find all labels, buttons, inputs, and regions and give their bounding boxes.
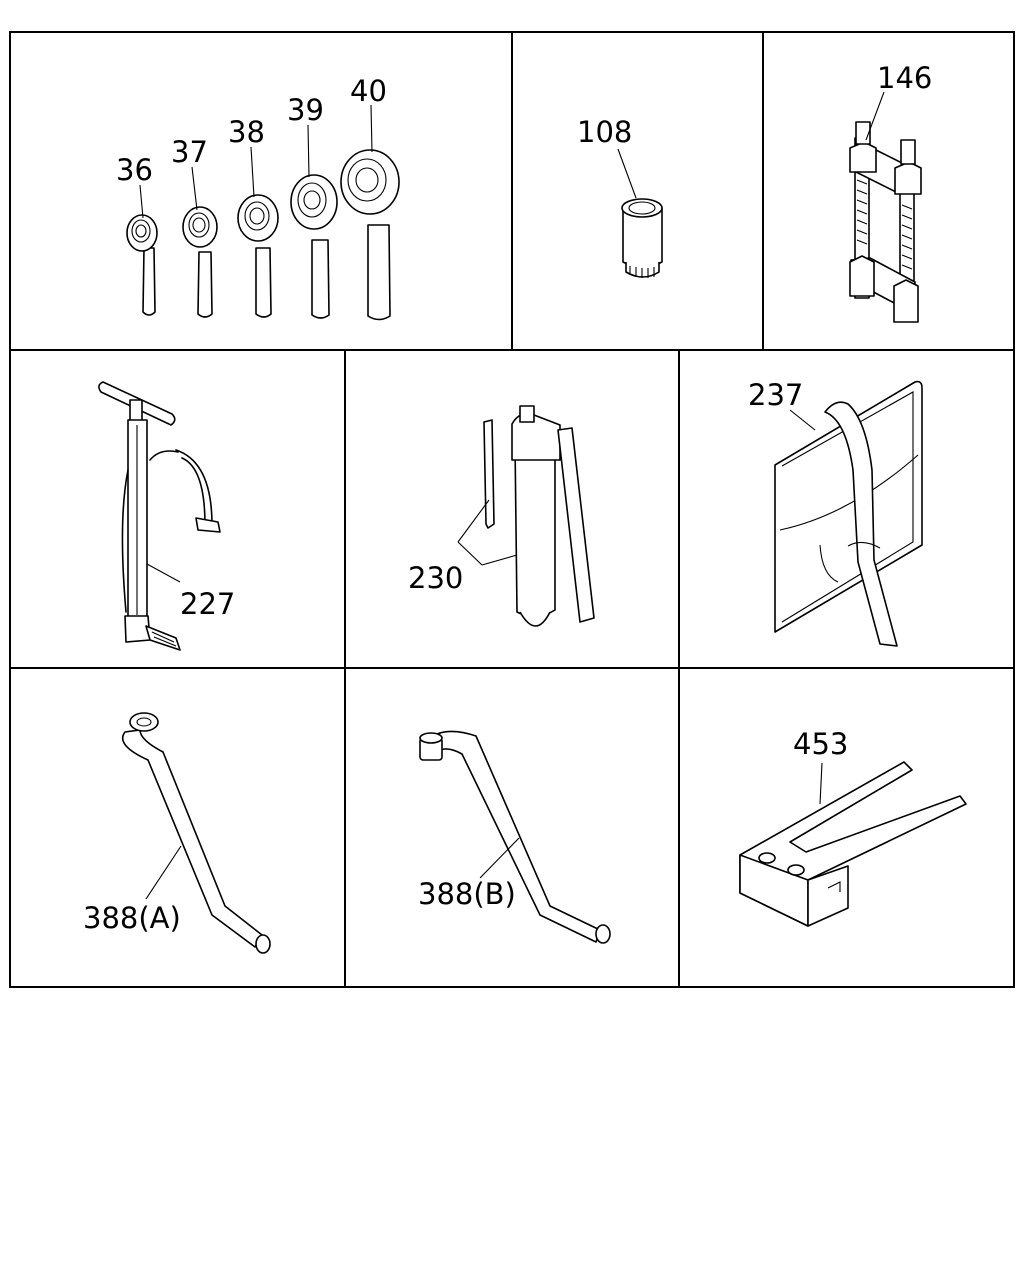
callout-37: 37 bbox=[171, 135, 208, 211]
callout-39-label: 39 bbox=[287, 93, 324, 127]
callout-38-label: 38 bbox=[228, 115, 265, 149]
callout-230: 230 bbox=[408, 499, 518, 595]
wrench-40-drawing bbox=[340, 149, 400, 321]
callout-37-label: 37 bbox=[171, 135, 208, 169]
callout-108: 108 bbox=[577, 115, 637, 199]
wrench-38-drawing bbox=[237, 194, 279, 318]
callout-40: 40 bbox=[350, 74, 387, 153]
wrench-388b-drawing bbox=[419, 730, 611, 944]
callout-36-label: 36 bbox=[116, 153, 153, 187]
callout-388a: 388(A) bbox=[83, 845, 182, 935]
wrench-388a-drawing bbox=[121, 712, 271, 954]
callout-230-label: 230 bbox=[408, 561, 463, 595]
tool-bag-237-drawing bbox=[774, 380, 923, 647]
callout-39: 39 bbox=[287, 93, 324, 178]
callout-108-label: 108 bbox=[577, 115, 632, 149]
pump-227-drawing bbox=[98, 381, 221, 651]
cell-fork-tool: 453 bbox=[739, 727, 967, 927]
cell-wrench-388a: 388(A) bbox=[83, 712, 271, 954]
callout-237: 237 bbox=[748, 378, 816, 431]
callout-388b: 388(B) bbox=[418, 837, 520, 911]
callout-453: 453 bbox=[793, 727, 848, 805]
callout-453-label: 453 bbox=[793, 727, 848, 761]
cell-wrench-388b: 388(B) bbox=[418, 730, 611, 944]
cell-puller: 146 bbox=[849, 61, 932, 323]
cell-tool-bag: 237 bbox=[748, 378, 923, 647]
puller-146-drawing bbox=[849, 121, 922, 323]
callout-38: 38 bbox=[228, 115, 265, 198]
wrench-36-drawing bbox=[126, 214, 158, 316]
callout-40-label: 40 bbox=[350, 74, 387, 108]
callout-237-label: 237 bbox=[748, 378, 803, 412]
callout-146: 146 bbox=[865, 61, 932, 141]
cell-socket: 108 bbox=[577, 115, 663, 278]
callout-227: 227 bbox=[146, 563, 235, 621]
callout-146-label: 146 bbox=[877, 61, 932, 95]
cell-grease-gun: 230 bbox=[408, 405, 595, 627]
callout-388b-label: 388(B) bbox=[418, 877, 516, 911]
grid-frame bbox=[9, 31, 1015, 988]
grease-gun-230-drawing bbox=[483, 405, 595, 627]
cell-wrench-set: 36 37 38 39 40 bbox=[116, 74, 400, 321]
callout-36: 36 bbox=[116, 153, 153, 219]
fork-tool-453-drawing bbox=[739, 761, 967, 927]
callout-388a-label: 388(A) bbox=[83, 901, 181, 935]
callout-227-label: 227 bbox=[180, 587, 235, 621]
cell-pump: 227 bbox=[98, 381, 235, 651]
socket-108-drawing bbox=[621, 198, 663, 278]
wrench-39-drawing bbox=[290, 174, 338, 319]
wrench-37-drawing bbox=[182, 206, 218, 318]
